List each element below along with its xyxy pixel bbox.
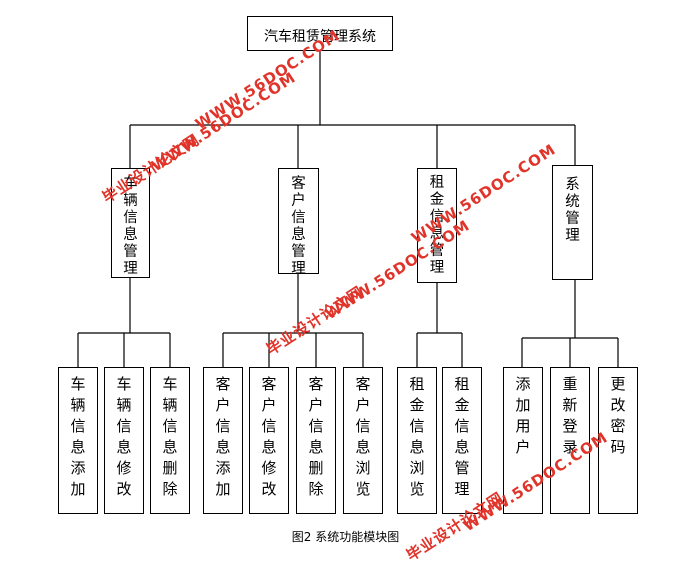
function-node-label: 车辆信息修改 [116, 375, 132, 498]
module-node-label: 车辆信息管理 [123, 176, 138, 277]
root-node: 汽车租赁管理系统 [247, 16, 393, 51]
function-node: 重新登录 [550, 367, 590, 514]
module-node: 车辆信息管理 [111, 168, 150, 278]
function-node: 车辆信息删除 [150, 367, 190, 514]
function-node-label: 客户信息添加 [215, 375, 231, 498]
module-node: 租金信息管理 [417, 168, 457, 283]
function-node-label: 重新登录 [562, 375, 578, 456]
function-node-label: 车辆信息删除 [162, 375, 178, 498]
function-node: 车辆信息修改 [104, 367, 144, 514]
function-node-label: 客户信息浏览 [355, 375, 371, 498]
function-node: 租金信息管理 [442, 367, 482, 514]
function-node-label: 租金信息管理 [454, 375, 470, 498]
function-node: 添加用户 [503, 367, 543, 514]
function-node: 客户信息修改 [249, 367, 289, 514]
function-node: 更改密码 [598, 367, 638, 514]
root-node-label: 汽车租赁管理系统 [264, 29, 376, 45]
function-node: 租金信息浏览 [397, 367, 437, 514]
function-node-label: 添加用户 [515, 375, 531, 456]
function-node-label: 车辆信息添加 [70, 375, 86, 498]
function-node-label: 租金信息浏览 [409, 375, 425, 498]
function-node-label: 更改密码 [610, 375, 626, 456]
function-node: 客户信息添加 [203, 367, 243, 514]
module-node-label: 客户信息管理 [291, 176, 306, 277]
figure-caption: 图2 系统功能模块图 [291, 530, 400, 544]
module-node: 客户信息管理 [278, 168, 319, 276]
module-node-label: 系统管理 [565, 177, 580, 244]
function-node: 车辆信息添加 [58, 367, 98, 514]
function-node-label: 客户信息删除 [308, 375, 324, 498]
function-node-label: 客户信息修改 [261, 375, 277, 498]
module-node-label: 租金信息管理 [429, 175, 445, 276]
function-node: 客户信息浏览 [343, 367, 383, 514]
function-node: 客户信息删除 [296, 367, 336, 514]
module-node: 系统管理 [552, 165, 593, 280]
